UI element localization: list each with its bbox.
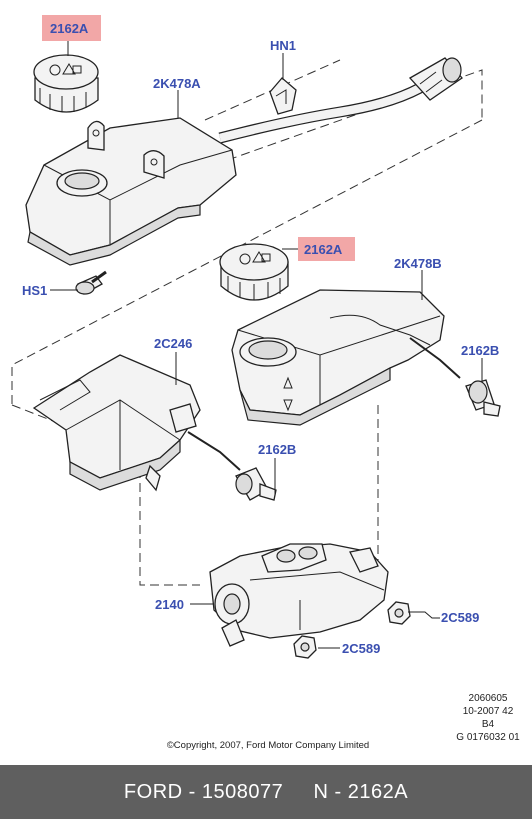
meta-line-2: 10-2007 42 [462,706,514,717]
master-cylinder-2140[interactable] [209,543,389,647]
nut-lower-2c589[interactable] [293,635,317,659]
meta-line-1: 2060605 [468,693,508,704]
footer-part-number: FORD - 1508077 N - 2162A [123,780,409,803]
callout-reservoir-lower[interactable]: 2K478B [394,256,442,271]
callout-master-cylinder[interactable]: 2140 [155,597,184,612]
copyright-text: ©Copyright, 2007, Ford Motor Company Lim… [166,740,370,751]
clip-hn1[interactable] [269,77,297,115]
callout-hn1[interactable]: HN1 [270,38,296,53]
callout-sensor-right[interactable]: 2162B [461,343,499,358]
reservoir-upper[interactable] [25,117,237,266]
callout-cap-top[interactable]: 2162A [50,21,89,36]
nut-right-2c589[interactable] [387,601,411,625]
callout-reservoir-top[interactable]: 2K478A [153,76,201,91]
highlight-cap-lower [298,237,355,261]
reservoir-hose [218,57,463,144]
callout-cap-lower[interactable]: 2162A [304,242,343,257]
exploded-parts-diagram: 2162A HN1 2K478A HS1 2162A 2K478B 2C246 … [11,15,501,659]
callout-sensor-lower[interactable]: 2162B [258,442,296,457]
meta-line-3: B4 [481,719,495,730]
highlight-cap-top [42,15,101,41]
footer-bar: FORD - 1508077 N - 2162A [0,765,532,819]
callout-nut-right[interactable]: 2C589 [441,610,479,625]
leader-lines [50,37,483,649]
bracket-2c246[interactable] [32,354,201,492]
callout-bracket[interactable]: 2C246 [154,336,192,351]
meta-line-4: G 0176032 01 [456,732,520,743]
callout-hs1[interactable]: HS1 [22,283,47,298]
cap-lower[interactable] [219,243,289,301]
diagram-meta: 2060605 10-2007 42 B4 G 0176032 01 [448,692,528,744]
cap-upper[interactable] [33,54,99,113]
callout-nut-lower[interactable]: 2C589 [342,641,380,656]
sensor-lower-2162b[interactable] [187,431,277,501]
sensor-right-2162b[interactable] [409,337,501,417]
screw-hs1[interactable] [75,270,107,295]
reservoir-lower[interactable] [231,289,445,426]
